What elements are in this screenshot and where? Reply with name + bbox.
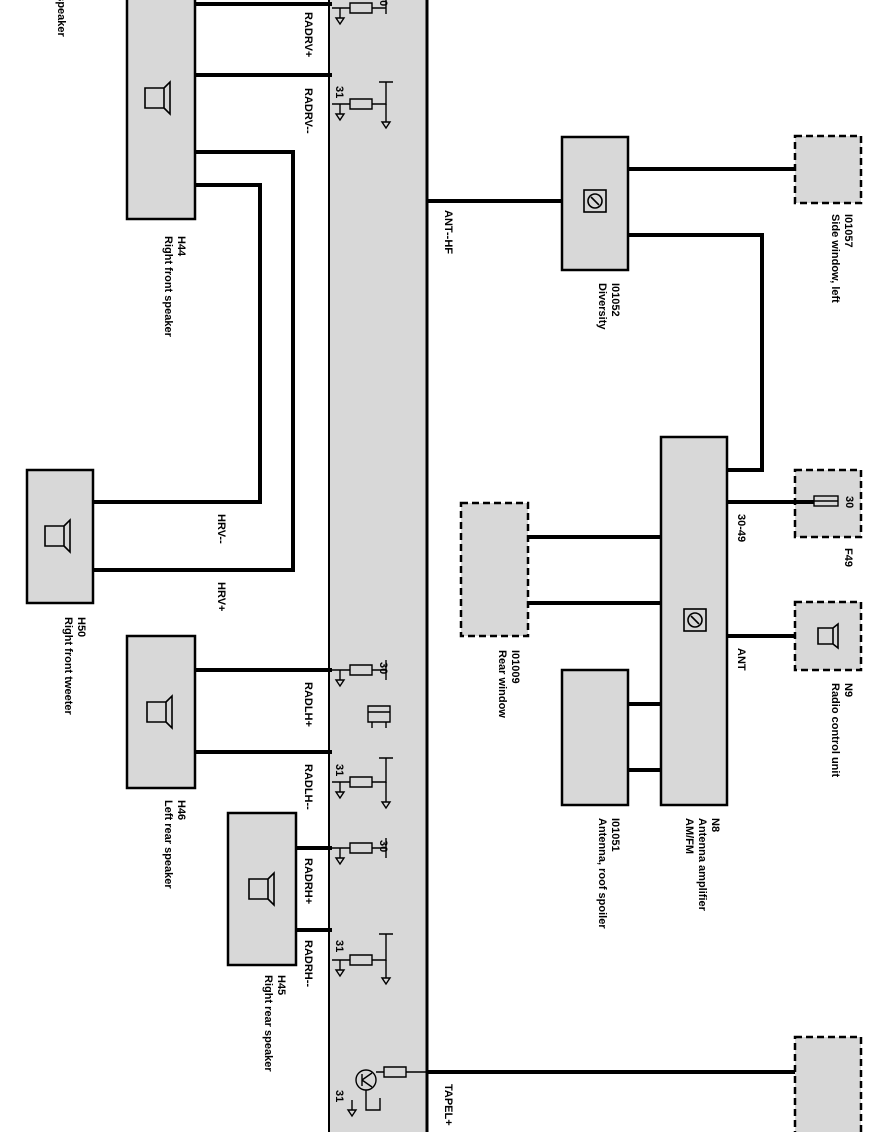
- speaker-icon: [248, 871, 275, 907]
- h44-code: H44: [175, 236, 187, 257]
- terminal-31-tapel: 31: [333, 1090, 345, 1102]
- h46-left-rear-speaker: [125, 634, 197, 790]
- i01051-code: I01051: [609, 818, 621, 852]
- terminal-31-radrh: 31: [333, 940, 345, 952]
- n9-name: Radio control unit: [829, 683, 841, 777]
- left-speaker-label: Left speaker: [55, 0, 67, 38]
- i01009-code: I01009: [509, 650, 521, 684]
- signal-ant: ANT: [735, 648, 747, 671]
- terminal-30-radlh: 30: [377, 662, 389, 674]
- terminal-30-top: 30: [377, 0, 389, 6]
- terminal-31-radlh: 31: [333, 764, 345, 776]
- signal-hrv-minus: HRV--: [215, 514, 227, 544]
- circuit-31-radlh: [332, 757, 393, 810]
- antenna-module-icon: [683, 608, 707, 632]
- wire-hrv-minus: [93, 183, 262, 504]
- n9-code: N9: [842, 683, 854, 697]
- signal-radlh-minus: RADLH--: [302, 764, 314, 810]
- i01057-code: I01057: [842, 214, 854, 248]
- signal-radrv-plus: RADRV+: [302, 12, 314, 57]
- i01052-diversity: [560, 135, 630, 272]
- h50-code: H50: [75, 617, 87, 637]
- i01052-code: I01052: [609, 283, 621, 317]
- i01057-side-window-left: [793, 134, 863, 205]
- wire-diversity-n8: [628, 233, 764, 472]
- h44-right-front-speaker: [125, 0, 197, 221]
- h45-right-rear-speaker: [226, 811, 298, 967]
- radio-bus: [330, 0, 426, 1132]
- i01009-name: Rear window: [496, 650, 508, 718]
- f49-code: F49: [842, 548, 854, 567]
- signal-radrh-plus: RADRH+: [302, 858, 314, 904]
- n8-name2: AM/FM: [683, 818, 695, 854]
- h50-name: Right front tweeter: [62, 617, 74, 715]
- i01051-antenna-roof-spoiler: [560, 668, 630, 807]
- signal-radrh-minus: RADRH--: [302, 940, 314, 987]
- circuit-31-radrv: [332, 81, 393, 130]
- circuit-tapel: [346, 1066, 427, 1118]
- tapel-target-box: [793, 1035, 863, 1132]
- antenna-module-icon: [583, 189, 607, 213]
- signal-hrv-plus: HRV+: [215, 582, 227, 611]
- terminal-30-f49: 30: [843, 496, 855, 508]
- i01057-name: Side window, left: [829, 214, 841, 303]
- h50-right-front-tweeter: [25, 468, 95, 605]
- n8-code: N8: [709, 818, 721, 832]
- signal-radrv-minus: RADRV--: [302, 88, 314, 134]
- h46-name: Left rear speaker: [162, 800, 174, 889]
- signal-tapel-plus: TAPEL+: [442, 1084, 454, 1126]
- terminal-31-radrv: 31: [333, 86, 345, 98]
- signal-radlh-plus: RADLH+: [302, 682, 314, 727]
- h45-name: Right rear speaker: [262, 975, 274, 1072]
- speaker-icon: [144, 80, 171, 116]
- circuit-30-top: [332, 0, 387, 26]
- h46-code: H46: [175, 800, 187, 820]
- i01052-name: Diversity: [596, 283, 608, 330]
- n8-name: Antenna amplifier: [696, 818, 708, 912]
- circuit-30-radrh: [332, 838, 387, 866]
- circuit-30-radlh: [332, 660, 387, 688]
- i01009-rear-window: [459, 501, 530, 638]
- signal-30-49: 30-49: [735, 514, 747, 542]
- i01051-name: Antenna, roof spoiler: [596, 818, 608, 929]
- connector-icon: [367, 705, 391, 728]
- wire-hrv-plus: [93, 150, 295, 572]
- signal-ant-hf: ANT--HF: [442, 210, 454, 254]
- h45-code: H45: [275, 975, 287, 995]
- n8-antenna-amplifier: [659, 435, 729, 807]
- speaker-icon: [44, 518, 71, 554]
- speaker-icon: [817, 622, 839, 650]
- h44-name: Right front speaker: [162, 236, 174, 338]
- terminal-30-radrh: 30: [377, 840, 389, 852]
- n9-radio-control-unit: [793, 600, 863, 672]
- speaker-icon: [146, 694, 173, 730]
- circuit-31-radrh: [332, 933, 393, 986]
